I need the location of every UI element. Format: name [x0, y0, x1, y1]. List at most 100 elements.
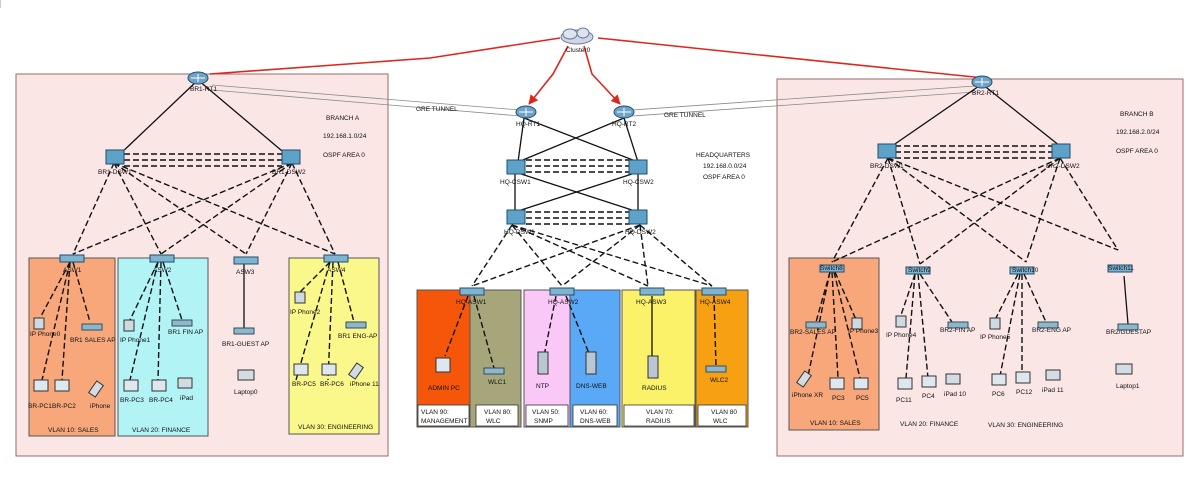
l3-switch-icon[interactable] — [506, 209, 526, 225]
switch9-label: Switch9 — [908, 267, 931, 274]
hq-asw2-label: HQ-ASW2 — [548, 299, 579, 306]
asw4-label: ASW4 — [327, 267, 346, 274]
l3-switch-icon[interactable] — [1051, 143, 1071, 159]
iphone-xr-label: iPhone XR — [792, 392, 823, 399]
vlan-caption-box — [417, 404, 470, 427]
access-switch-icon[interactable] — [1107, 264, 1133, 273]
ip-phone-icon[interactable] — [851, 317, 863, 330]
server-icon[interactable] — [537, 351, 549, 375]
cloud-icon[interactable] — [560, 27, 594, 45]
ipad10-label: iPad 10 — [944, 391, 966, 398]
gre-tunnel-right-label: GRE TUNNEL — [664, 112, 706, 119]
br2-sales-ap-label: BR2-SALES AP — [790, 329, 836, 336]
vlan60-line1: VLAN 60: — [580, 409, 608, 416]
pc-icon[interactable] — [897, 377, 913, 390]
access-point-icon[interactable] — [805, 321, 827, 329]
access-point-icon[interactable] — [345, 321, 367, 329]
pc-icon[interactable] — [123, 379, 139, 392]
tablet-icon[interactable] — [177, 377, 193, 389]
pc-icon[interactable] — [435, 357, 451, 373]
access-switch-icon[interactable] — [639, 287, 665, 296]
br2-guestap-label: BR2/GUESTAP — [1106, 329, 1151, 336]
access-switch-icon[interactable] — [323, 254, 349, 263]
access-switch-icon[interactable] — [701, 287, 727, 296]
ip-phone-icon[interactable] — [895, 315, 907, 328]
ip-phone-icon[interactable] — [123, 319, 135, 332]
pc-icon[interactable] — [991, 373, 1007, 386]
router-icon[interactable] — [515, 105, 537, 119]
iphone11-label: iPhone 11 — [350, 381, 379, 388]
asw2-label: ASW2 — [153, 267, 172, 274]
router-icon[interactable] — [971, 75, 993, 89]
smartphone-icon[interactable] — [88, 380, 104, 398]
l3-switch-icon[interactable] — [628, 159, 648, 175]
branch-a-links — [117, 79, 289, 157]
tablet-icon[interactable] — [945, 373, 961, 385]
ip-phone-icon[interactable] — [33, 317, 45, 330]
pc-icon[interactable] — [151, 379, 167, 392]
l3-switch-icon[interactable] — [506, 159, 526, 175]
laptop0-label: Laptop0 — [234, 389, 258, 396]
server-icon[interactable] — [647, 355, 659, 379]
smartphone-icon[interactable] — [796, 370, 812, 388]
branch-b-subnet: 192.168.2.0/24 — [1116, 129, 1160, 136]
pc-icon[interactable] — [853, 377, 869, 390]
l3-switch-icon[interactable] — [105, 149, 125, 165]
l3-switch-icon[interactable] — [628, 209, 648, 225]
pc-icon[interactable] — [829, 377, 845, 390]
access-point-icon[interactable] — [233, 327, 255, 335]
l3-switch-icon[interactable] — [877, 143, 897, 159]
access-switch-icon[interactable] — [1009, 266, 1035, 275]
ip-phone4-label: IP Phone4 — [886, 332, 917, 339]
access-point-icon[interactable] — [483, 367, 505, 375]
ntp-label: NTP — [536, 383, 549, 390]
access-switch-icon[interactable] — [905, 266, 931, 275]
smartphone-icon[interactable] — [348, 362, 364, 380]
pc-icon[interactable] — [1015, 371, 1031, 384]
pc-icon[interactable] — [321, 363, 337, 376]
access-point-icon[interactable] — [705, 365, 727, 373]
wan-links — [209, 37, 985, 105]
ip-phone1-label: IP Phone1 — [120, 337, 151, 344]
hq-ospf: OSPF AREA 0 — [703, 174, 745, 181]
vlan-box-wlc2 — [695, 289, 749, 428]
access-point-icon[interactable] — [171, 319, 193, 327]
switch11-label: Switch11 — [1108, 265, 1134, 272]
switch8-label: Switch8 — [820, 265, 843, 272]
pc12-label: PC12 — [1016, 389, 1033, 396]
access-switch-icon[interactable] — [459, 287, 485, 296]
vlan-finance-a-label: VLAN 20: FINANCE — [132, 427, 191, 434]
pc-icon[interactable] — [33, 379, 49, 392]
laptop-icon[interactable] — [1115, 363, 1133, 375]
laptop-icon[interactable] — [237, 369, 255, 381]
ip-phone-icon[interactable] — [294, 291, 306, 304]
pc11-label: PC11 — [896, 397, 912, 404]
asw1-label: ASW1 — [63, 267, 82, 274]
access-point-icon[interactable] — [947, 321, 969, 329]
router-icon[interactable] — [187, 71, 209, 85]
access-switch-icon[interactable] — [149, 254, 175, 263]
tablet-icon[interactable] — [1045, 369, 1061, 381]
access-switch-icon[interactable] — [549, 287, 575, 296]
access-switch-icon[interactable] — [233, 256, 259, 265]
access-point-icon[interactable] — [81, 323, 103, 331]
l3-switch-icon[interactable] — [281, 149, 301, 165]
br2-fin-ap-label: BR2-FIN AP — [940, 327, 975, 334]
pc-icon[interactable] — [293, 363, 309, 376]
hq-links — [514, 117, 639, 213]
hq-csw1-label: HQ-CSW1 — [500, 179, 531, 186]
ip-phone-icon[interactable] — [989, 317, 1001, 330]
vlan-box-wlc1 — [469, 289, 522, 428]
pc-icon[interactable] — [54, 379, 70, 392]
pc3-label: PC3 — [832, 395, 845, 402]
pc-icon[interactable] — [921, 375, 937, 388]
access-switch-icon[interactable] — [59, 254, 85, 263]
branch-b-title: BRANCH B — [1120, 111, 1154, 118]
access-point-icon[interactable] — [1037, 321, 1059, 329]
hq-dsw1-label: HQ-DSW1 — [504, 229, 535, 236]
access-switch-icon[interactable] — [819, 264, 845, 273]
router-icon[interactable] — [613, 105, 635, 119]
access-point-icon[interactable] — [1117, 323, 1139, 331]
branch-b-ospf: OSPF AREA 0 — [1116, 148, 1158, 155]
server-icon[interactable] — [585, 351, 597, 375]
